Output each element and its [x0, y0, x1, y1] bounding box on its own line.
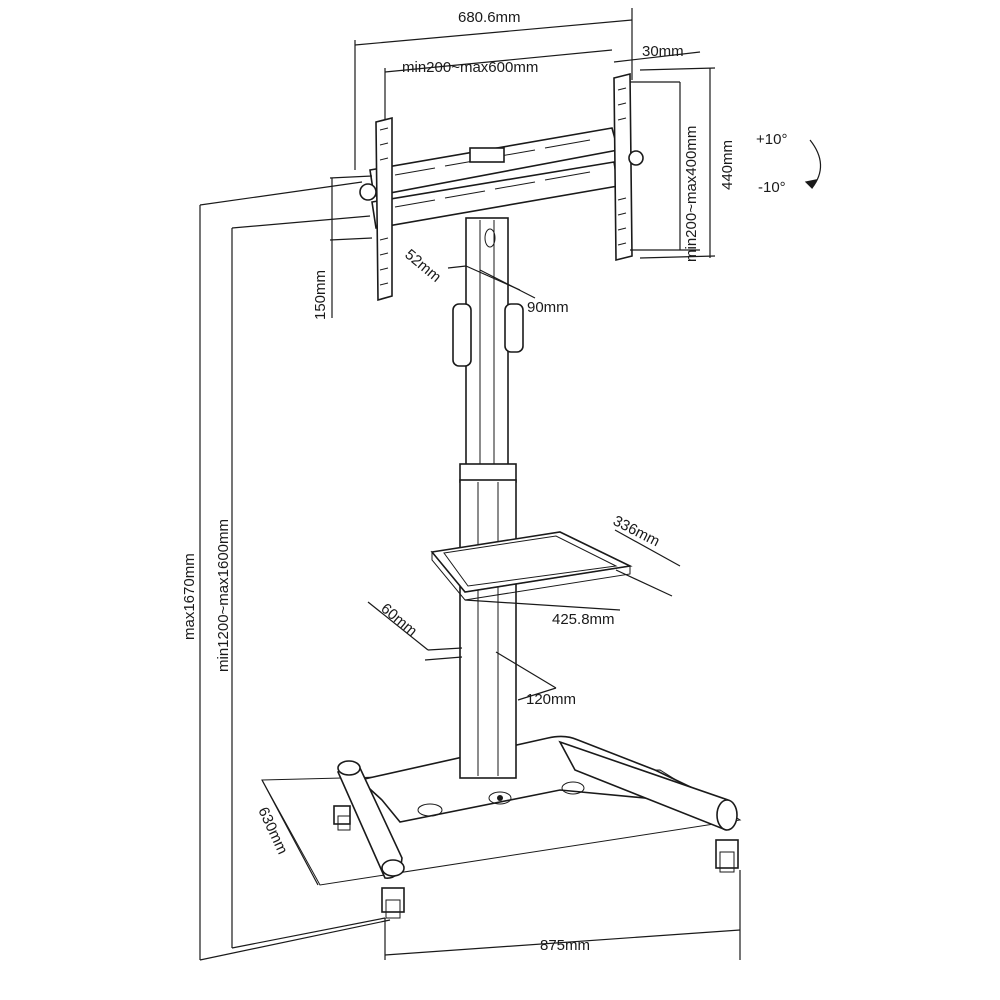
label-depth-offset: 30mm [642, 43, 684, 60]
handle-left [452, 303, 472, 367]
base-hole-right [561, 781, 585, 795]
column-knob [484, 228, 496, 248]
label-column-depth: 52mm [401, 246, 444, 286]
left-leg-cap-bottom [381, 859, 405, 877]
label-tilt-down: -10° [758, 179, 786, 196]
label-shelf-depth: 336mm [610, 512, 662, 550]
tv-bracket [359, 72, 644, 302]
lower-column [459, 479, 517, 779]
tilt-knob-left [359, 183, 377, 201]
rail-slots [394, 139, 591, 208]
bracket-arm-right [613, 72, 633, 262]
label-shelf-width: 425.8mm [552, 611, 615, 628]
label-lower-column-width: 120mm [526, 691, 576, 708]
label-max-height: max1670mm [181, 553, 198, 640]
base-hole-center [488, 791, 512, 805]
label-vesa-vertical: min200~max400mm [683, 126, 700, 262]
base-plate [358, 735, 731, 823]
handle-right [504, 303, 524, 353]
caster-right [715, 839, 739, 873]
arm-right-holes [617, 87, 627, 246]
label-mount-offset: 150mm [312, 270, 329, 320]
label-base-depth: 630mm [254, 805, 291, 858]
base-hole-left [417, 803, 443, 817]
label-height-range: min1200~max1600mm [215, 519, 232, 672]
base-assembly [261, 735, 742, 919]
bracket-arm-left [375, 116, 393, 302]
arm-left-holes [379, 127, 389, 286]
bracket-clamp [469, 147, 505, 163]
shelf [430, 531, 633, 601]
base-bolt [497, 795, 503, 801]
right-leg-cap [716, 799, 738, 831]
label-base-width: 875mm [540, 937, 590, 954]
label-vesa-horizontal: min200~max600mm [402, 59, 538, 76]
label-column-width: 90mm [527, 299, 569, 316]
caster-front-left [381, 887, 405, 919]
label-mount-width: 680.6mm [458, 9, 521, 26]
tilt-knob-right [628, 150, 644, 166]
left-leg-cap-top [337, 760, 361, 776]
label-tilt-up: +10° [756, 131, 787, 148]
label-mount-height: 440mm [719, 140, 736, 190]
label-lower-column-depth: 60mm [377, 600, 420, 640]
caster-back-left [333, 805, 351, 831]
dimension-lines [199, 8, 822, 961]
column [452, 217, 524, 779]
upper-column [465, 217, 509, 469]
